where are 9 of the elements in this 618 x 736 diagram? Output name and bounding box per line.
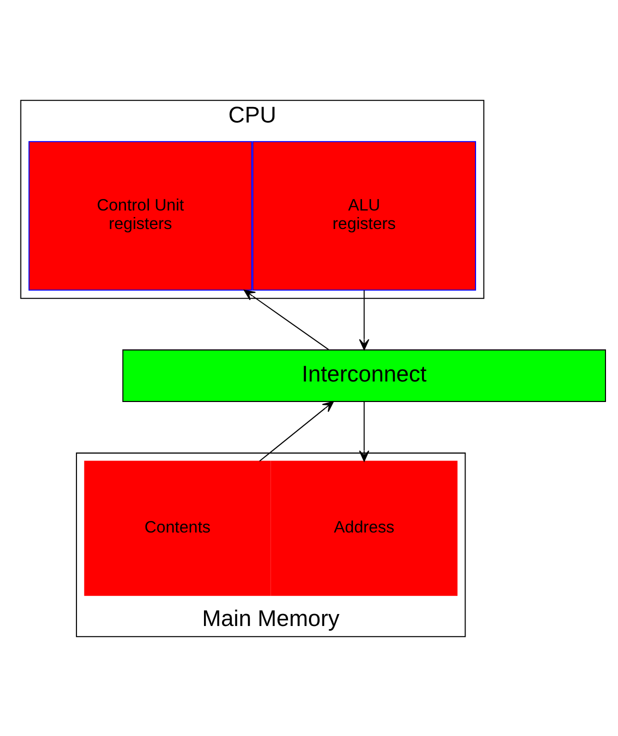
node-box: Contents xyxy=(84,460,271,596)
arrow xyxy=(359,290,370,350)
node-box: Interconnect xyxy=(122,348,606,402)
node-box: Address xyxy=(270,460,458,596)
arrow xyxy=(259,400,334,462)
node-box: ALU registers xyxy=(252,140,476,290)
arrow xyxy=(359,401,370,462)
node-box: Control Unit registers xyxy=(28,140,252,290)
arrow xyxy=(244,289,329,350)
